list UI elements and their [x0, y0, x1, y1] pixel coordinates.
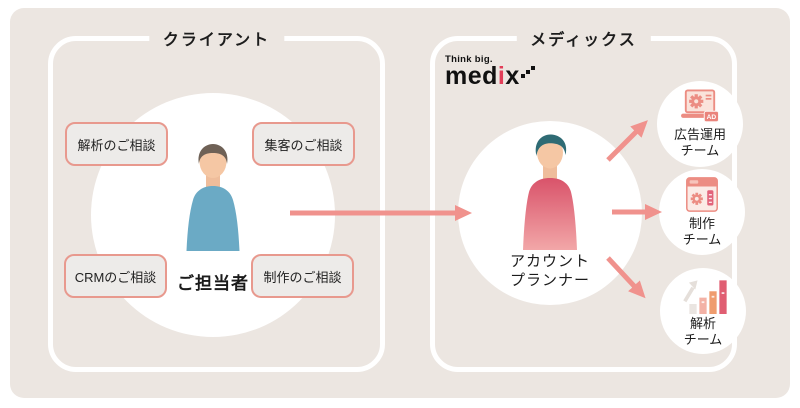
client-panel-title: クライアント [148, 30, 285, 52]
team-ad-label: 広告運用 チーム [673, 127, 726, 158]
medix-logo-brand-pre: med [445, 62, 498, 90]
browser-gear-icon [686, 177, 718, 212]
planner-label-line2: プランナー [509, 272, 590, 289]
team-production-label: 制作 チーム [682, 216, 722, 247]
team-analysis-label: 解析 チーム [683, 316, 723, 347]
consult-box-production-label: 制作のご相談 [263, 269, 342, 285]
medix-logo-tagline: Think big. [445, 54, 493, 65]
planner-person-hair [535, 134, 567, 156]
client-person-shirt [186, 186, 240, 251]
team-circle-analysis: 解析 チーム [660, 268, 746, 354]
consult-box-crm-label: CRMのご相談 [74, 269, 157, 285]
medix-panel-title: メディックス [516, 30, 651, 52]
consult-box-crm: CRMのご相談 [64, 254, 167, 298]
consult-box-analysis: 解析のご相談 [65, 122, 168, 166]
planner-person-illustration [523, 134, 577, 250]
consult-box-analysis-label: 解析のご相談 [77, 137, 156, 153]
consult-box-production: 制作のご相談 [251, 254, 354, 298]
client-person-illustration [186, 144, 240, 251]
planner-label-line1: アカウント [509, 253, 590, 270]
bar-chart-icon [683, 280, 727, 314]
consult-box-acquisition-label: 集客のご相談 [264, 137, 343, 153]
client-person-label: ご担当者 [177, 274, 249, 293]
medix-logo-brand-post: x [505, 62, 520, 90]
laptop-ad-icon: AD [681, 89, 719, 123]
team-circle-ad-operation: AD 広告運用 チーム [657, 81, 743, 167]
consult-box-acquisition: 集客のご相談 [252, 122, 355, 166]
client-panel: クライアント [48, 30, 385, 372]
planner-label: アカウント プランナー [490, 252, 610, 290]
client-person-hair [198, 144, 228, 164]
team-circle-production: 制作 チーム [659, 169, 745, 255]
planner-person-sweater [523, 178, 577, 250]
logo-steps-icon [520, 66, 535, 78]
medix-logo-brand-accent: i [497, 62, 506, 90]
ad-badge-label: AD [707, 114, 717, 121]
